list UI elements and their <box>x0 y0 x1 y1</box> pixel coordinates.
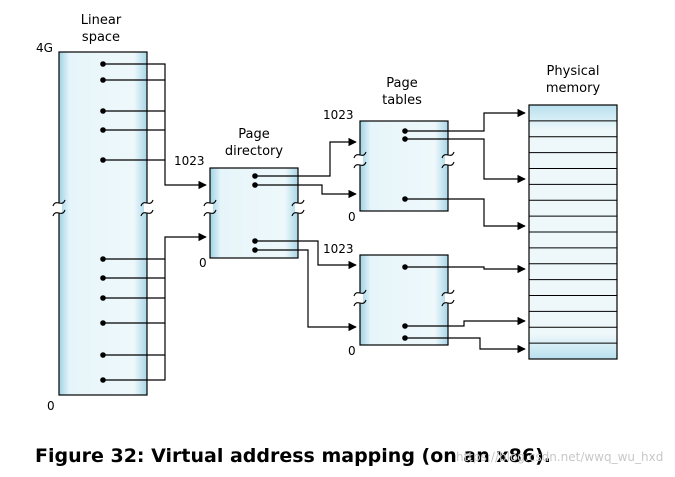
figure-caption: Figure 32: Virtual address mapping (on a… <box>35 445 551 467</box>
directory-entry-dot <box>252 238 258 244</box>
wire-directory-to-table2-a <box>255 240 357 270</box>
break-gap <box>207 203 213 213</box>
break-gap <box>445 155 451 165</box>
wire-linear-lower-to-directory <box>103 232 207 381</box>
mapping-wires <box>103 63 526 381</box>
directory-entry-dot <box>252 182 258 188</box>
linear-space-label-line1: Linear <box>81 13 122 28</box>
table-entry-dot <box>402 335 408 341</box>
wire-table1-to-frame-c <box>405 198 526 231</box>
break-curve <box>441 161 455 169</box>
break-curve <box>441 299 455 307</box>
linear-space-box <box>58 51 148 396</box>
entry-dots <box>100 61 408 383</box>
break-curve <box>291 199 305 207</box>
page-table-1-bottom-marker: 0 <box>348 210 356 224</box>
page-tables-label-line2: tables <box>382 93 422 108</box>
linear-space-top-marker: 4G <box>36 41 53 55</box>
break-gap <box>295 203 301 213</box>
linear-entry-dot <box>100 77 106 83</box>
break-curve <box>353 289 367 297</box>
break-curve <box>353 151 367 159</box>
break-gap <box>56 203 62 213</box>
physical-memory-label-line1: Physical <box>547 64 600 79</box>
linear-entry-dot <box>100 275 106 281</box>
break-curve <box>52 209 66 217</box>
break-curve <box>203 209 217 217</box>
break-curve <box>291 209 305 217</box>
wire-directory-to-table2-b <box>255 249 357 332</box>
page-tables-label-line1: Page <box>386 76 417 91</box>
linear-entry-dot <box>100 256 106 262</box>
page-table-2-box <box>359 254 449 346</box>
break-gap <box>357 155 363 165</box>
linear-entry-dot <box>100 295 106 301</box>
linear-space-bottom-marker: 0 <box>47 399 55 413</box>
break-curve <box>353 161 367 169</box>
watermark-text: https://blog.csdn.net/wwq_wu_hxd <box>456 450 663 464</box>
table-entry-dot <box>402 264 408 270</box>
table-entry-dot <box>402 323 408 329</box>
wire-linear-upper-to-directory <box>103 63 207 190</box>
directory-entry-dot <box>252 173 258 179</box>
break-curve <box>203 199 217 207</box>
wire-directory-to-table1-a <box>255 137 357 177</box>
break-curve <box>140 209 154 217</box>
page-table-1-top-marker: 1023 <box>323 108 354 122</box>
break-gap <box>357 293 363 303</box>
linear-entry-dot <box>100 61 106 67</box>
break-curve <box>441 151 455 159</box>
table-entry-dot <box>402 136 408 142</box>
physical-memory-frame-dividers <box>529 120 617 344</box>
break-gap <box>144 203 150 213</box>
table-entry-dot <box>402 128 408 134</box>
break-curve <box>441 289 455 297</box>
wire-table2-to-frame-b <box>405 316 526 327</box>
wire-table2-to-frame-a <box>405 264 526 274</box>
page-directory-label-line1: Page <box>238 127 269 142</box>
page-table-2-bottom-marker: 0 <box>348 344 356 358</box>
wire-table1-to-frame-b <box>405 138 526 184</box>
linear-space-label-line2: space <box>82 30 120 45</box>
page-table-2-top-marker: 1023 <box>323 242 354 256</box>
wire-table1-to-frame-a <box>405 108 526 132</box>
break-curve <box>140 199 154 207</box>
page-directory-box <box>209 167 299 259</box>
linear-entry-dot <box>100 157 106 163</box>
page-directory-bottom-marker: 0 <box>199 256 207 270</box>
linear-entry-dot <box>100 127 106 133</box>
linear-entry-dot <box>100 377 106 383</box>
linear-entry-dot <box>100 352 106 358</box>
elision-break-marks <box>52 151 455 307</box>
wire-table2-to-frame-c <box>405 337 526 354</box>
page-directory-top-marker: 1023 <box>174 154 205 168</box>
page-table-1-box <box>359 120 449 212</box>
break-gap <box>445 293 451 303</box>
physical-memory-label-line2: memory <box>546 81 601 96</box>
linear-entry-dot <box>100 108 106 114</box>
linear-entry-dot <box>100 320 106 326</box>
table-entry-dot <box>402 196 408 202</box>
wire-directory-to-table1-b <box>255 184 357 199</box>
break-curve <box>353 299 367 307</box>
page-directory-label-line2: directory <box>225 144 283 159</box>
break-curve <box>52 199 66 207</box>
directory-entry-dot <box>252 247 258 253</box>
